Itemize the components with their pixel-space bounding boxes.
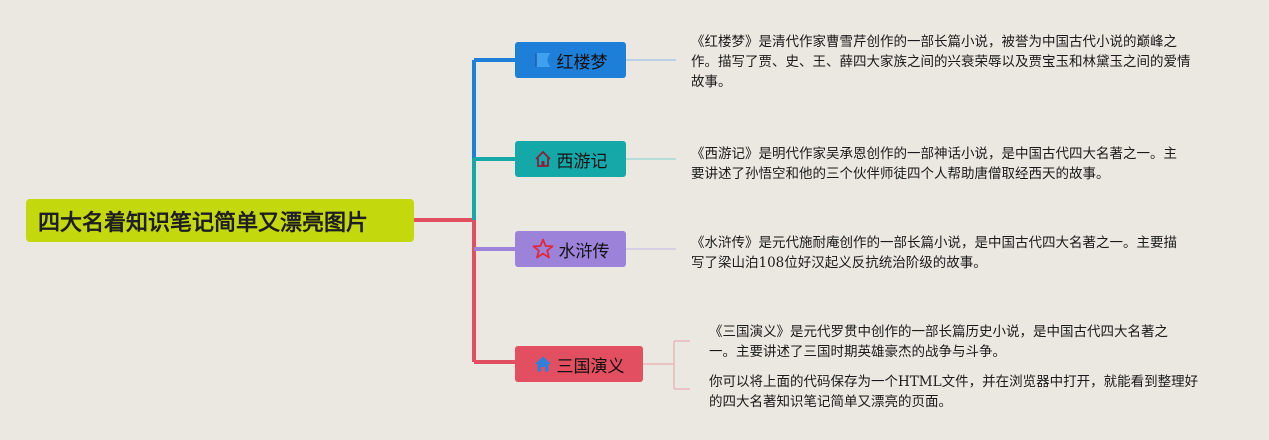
desc-bracket-sanguo	[643, 340, 690, 390]
flag-icon	[534, 51, 552, 69]
branch-xiyouji[interactable]: 西游记	[515, 141, 626, 177]
root-title: 四大名着知识笔记简单又漂亮图片	[38, 210, 369, 236]
home-icon	[534, 355, 552, 373]
branch-shuihuzhuan[interactable]: 水浒传	[515, 231, 626, 267]
description-sanguoyanyi: 《三国演义》是元代罗贯中创作的一部长篇历史小说，是中国古代四大名著之一。主要讲述…	[709, 324, 1168, 360]
branch-label: 三国演义	[556, 356, 625, 377]
branch-label: 西游记	[556, 151, 608, 172]
branch-label: 水浒传	[558, 241, 610, 262]
branch-label: 红楼梦	[556, 52, 608, 73]
note-text: 你可以将上面的代码保存为一个HTML文件，并在浏览器中打开，就能看到整理好的四大…	[709, 374, 1199, 410]
root-topic[interactable]: 四大名着知识笔记简单又漂亮图片	[26, 199, 414, 242]
description-hongloumeng: 《红楼梦》是清代作家曹雪芹创作的一部长篇小说，被誉为中国古代小说的巅峰之作。描写…	[691, 34, 1191, 90]
description-xiyouji: 《西游记》是明代作家吴承恩创作的一部神话小说，是中国古代四大名著之一。主要讲述了…	[691, 146, 1177, 182]
house-icon	[534, 150, 552, 168]
branch-hongloumeng[interactable]: 红楼梦	[515, 42, 626, 78]
star-icon	[532, 238, 554, 260]
description-shuihuzhuan: 《水浒传》是元代施耐庵创作的一部长篇小说，是中国古代四大名著之一。主要描写了梁山…	[691, 235, 1177, 271]
branch-sanguoyanyi[interactable]: 三国演义	[515, 346, 643, 382]
